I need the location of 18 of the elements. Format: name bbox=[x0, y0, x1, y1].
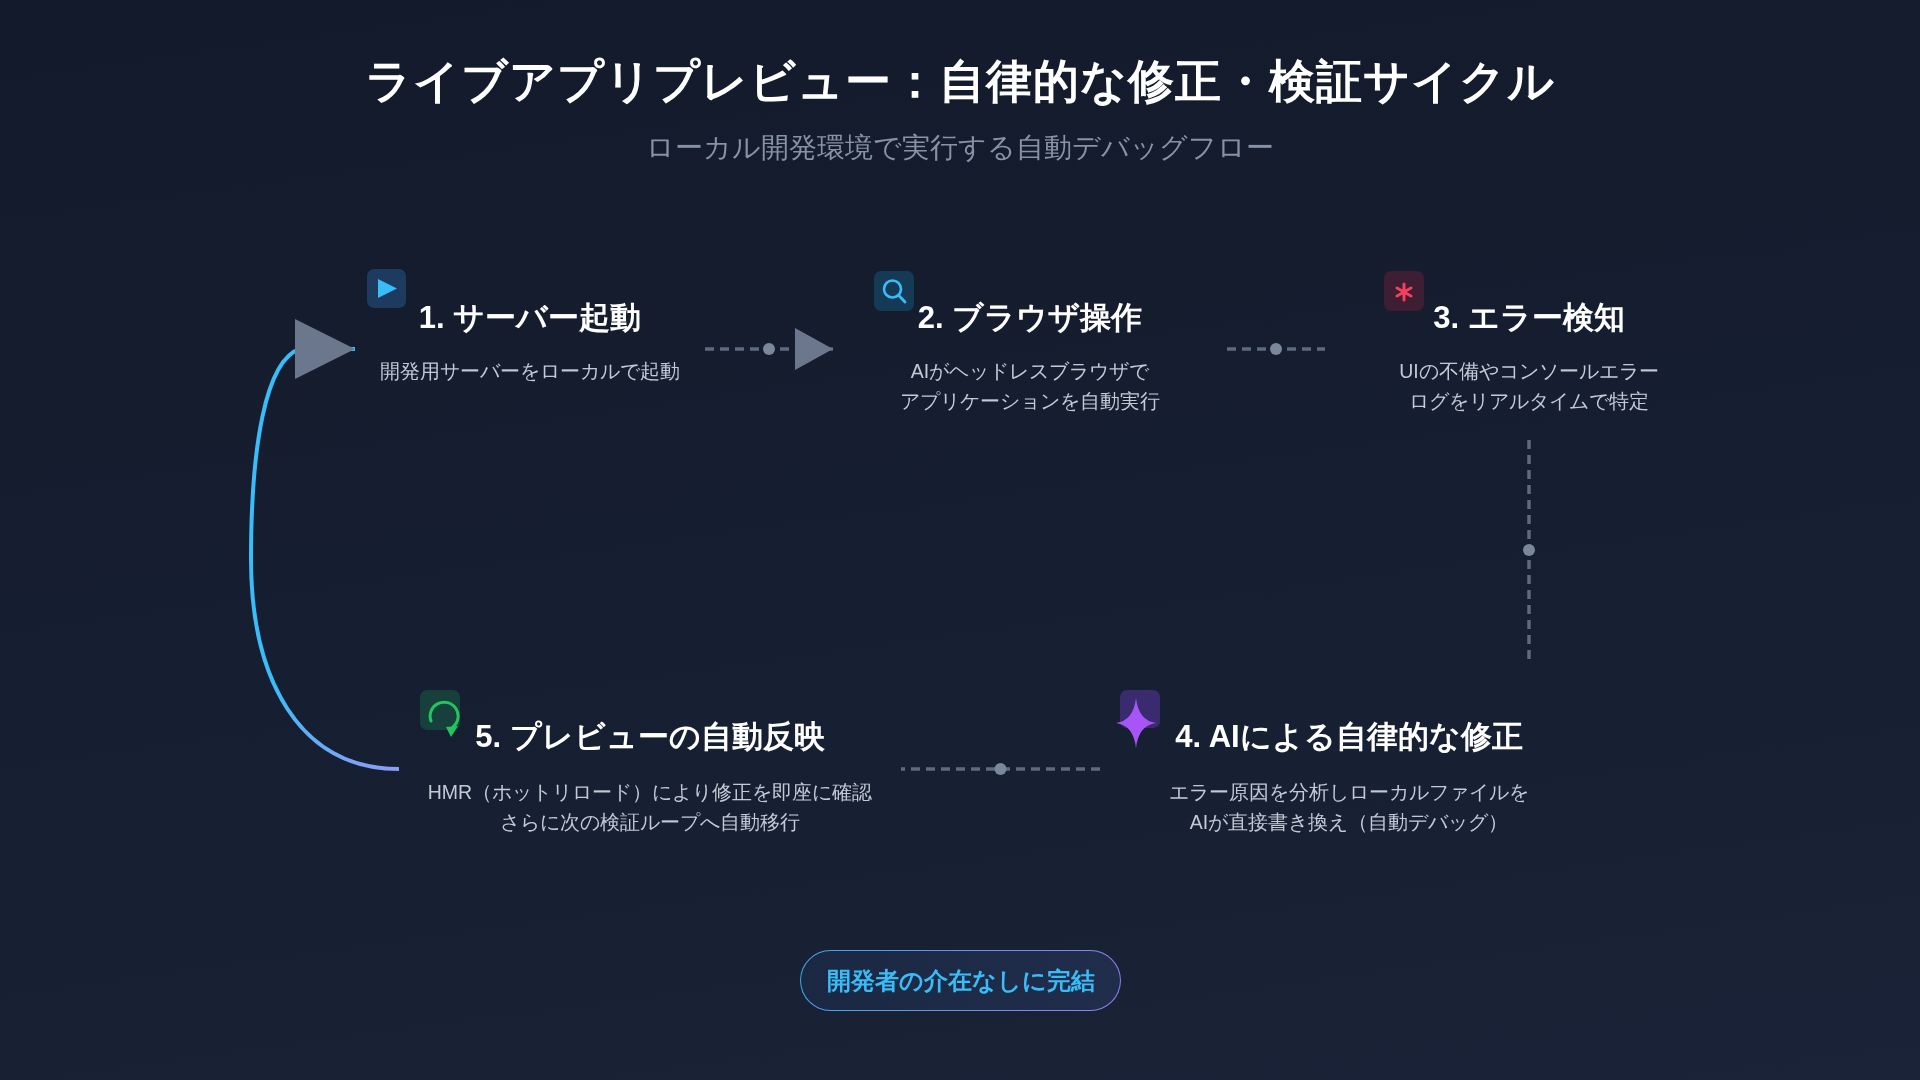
summary-callout: 開発者の介在なしに完結 bbox=[800, 950, 1121, 1011]
dashed-arrow bbox=[705, 330, 833, 368]
step-description: HMR（ホットリロード）により修正を即座に確認さらに次の検証ループへ自動移行 bbox=[427, 780, 873, 835]
step-title: 1. サーバー起動 bbox=[418, 299, 642, 337]
curved-arrow bbox=[249, 319, 400, 771]
step-title: 2. ブラウザ操作 bbox=[917, 299, 1143, 337]
step-description: エラー原因を分析しローカルファイルをAIが直接書き換え（自動デバッグ） bbox=[1168, 780, 1530, 835]
step-title: 4. AIによる自律的な修正 bbox=[1175, 718, 1523, 756]
dashed-connector bbox=[901, 767, 1100, 771]
step-description: AIがヘッドレスブラウザでアプリケーションを自動実行 bbox=[899, 359, 1161, 414]
dashed-connector bbox=[1527, 440, 1531, 660]
diagram-title: ライブアプリプレビュー：自律的な修正・検証サイクル bbox=[365, 55, 1555, 109]
step-title: 3. エラー検知 bbox=[1433, 299, 1625, 337]
step-title: 5. プレビューの自動反映 bbox=[475, 718, 825, 756]
diagram-subtitle: ローカル開発環境で実行する自動デバッグフロー bbox=[646, 131, 1274, 165]
step-description: UIの不備やコンソールエラーログをリアルタイムで特定 bbox=[1398, 359, 1660, 414]
step-description: 開発用サーバーをローカルで起動 bbox=[379, 359, 681, 384]
dashed-connector bbox=[1227, 347, 1325, 351]
